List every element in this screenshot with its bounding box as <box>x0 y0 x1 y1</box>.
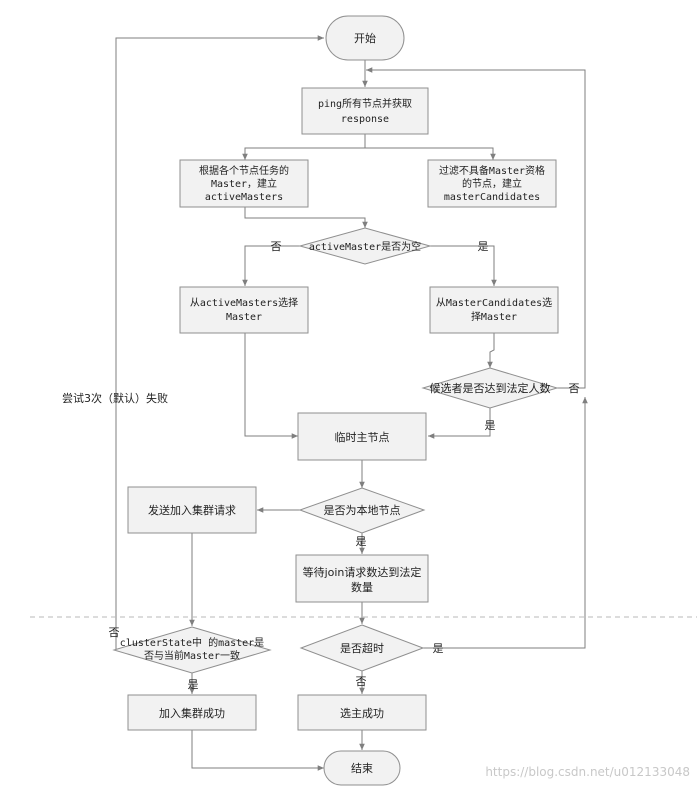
edge-diamond-no <box>242 245 300 286</box>
edge-label-no-quorum: 否 <box>569 382 580 395</box>
edge-label-yes-local: 是 <box>356 535 367 548</box>
choose-active-label-2: Master <box>226 312 262 323</box>
edge-ping-active <box>242 134 366 160</box>
cluster-state-decision <box>112 626 272 674</box>
wait-join-label-2: 数量 <box>351 581 373 594</box>
edge-active-diamond <box>244 207 368 228</box>
active-masters-node <box>179 159 309 208</box>
edge-label-yes-cluster: 是 <box>188 678 199 691</box>
ping-label-2: response <box>341 114 389 125</box>
temp-master-label: 临时主节点 <box>335 430 390 444</box>
edge-quorum-temp <box>428 407 491 439</box>
nodes: 开始 ping所有节点并获取 response 根据各个节点任务的 Master… <box>112 15 559 786</box>
edge-label-no-timeout: 否 <box>356 675 367 688</box>
timeout-label: 是否超时 <box>340 641 384 655</box>
edge-label-yes-active: 是 <box>478 240 489 253</box>
elect-success-node <box>297 694 427 731</box>
join-success-label: 加入集群成功 <box>159 706 225 720</box>
edge-label-yes-quorum: 是 <box>485 419 496 432</box>
join-success-node <box>127 694 257 731</box>
edge-cluster-loop <box>115 35 324 650</box>
send-join-node <box>127 486 257 534</box>
edge-join-end <box>191 730 324 771</box>
choose-candidates-label-2: 择Master <box>471 310 517 323</box>
watermark: https://blog.csdn.net/u012133048 <box>485 765 690 779</box>
edge-labels: 否 是 否 是 是 否 是 是 否 尝试3次（默认）失败 <box>62 240 580 691</box>
edge-label-retry-fail: 尝试3次（默认）失败 <box>62 391 168 405</box>
edge-quorum-loop <box>366 67 586 389</box>
candidates-quorum-decision <box>421 367 559 409</box>
send-join-label: 发送加入集群请求 <box>148 503 236 517</box>
master-candidates-node <box>427 159 557 208</box>
edge-label-no-active: 否 <box>271 240 282 253</box>
active-masters-label-1: 根据各个节点任务的 <box>199 164 289 177</box>
active-masters-label-2: Master，建立 <box>211 177 277 190</box>
edge-timeout-loop <box>423 397 588 649</box>
start-label: 开始 <box>354 31 376 45</box>
edge-ping-candidates <box>365 147 496 160</box>
temp-master-node <box>297 412 427 461</box>
elect-success-label: 选主成功 <box>340 707 384 720</box>
master-candidates-label-2: 的节点，建立 <box>462 177 522 190</box>
cluster-state-label-2: 否与当前Master一致 <box>144 649 240 662</box>
master-candidates-label-1: 过滤不具备Master资格 <box>439 164 545 177</box>
start-node <box>325 15 405 61</box>
ping-label-1: ping所有节点并获取 <box>318 97 412 110</box>
wait-join-node <box>295 554 429 603</box>
choose-candidates-node <box>429 286 559 334</box>
ping-node <box>301 87 429 135</box>
is-local-decision <box>298 487 426 534</box>
edge-label-yes-timeout: 是 <box>433 642 444 655</box>
edge-candidates-quorum <box>487 333 495 368</box>
edges <box>115 35 588 771</box>
edge-diamond-yes <box>430 245 497 286</box>
active-empty-label: activeMaster是否为空 <box>309 240 421 253</box>
active-masters-label-3: activeMasters <box>205 192 283 203</box>
edge-chooseactive-temp <box>244 333 298 439</box>
end-node <box>323 750 401 786</box>
choose-active-label-1: 从activeMasters选择 <box>190 296 298 309</box>
active-empty-decision <box>298 227 432 265</box>
is-local-label: 是否为本地节点 <box>324 503 401 517</box>
end-label: 结束 <box>351 762 373 775</box>
master-candidates-label-3: masterCandidates <box>444 192 540 203</box>
choose-active-node <box>179 286 309 334</box>
cluster-state-label-1: clusterState中 的master是 <box>120 636 264 649</box>
choose-candidates-label-1: 从MasterCandidates选 <box>436 296 552 309</box>
wait-join-label-1: 等待join请求数达到法定 <box>303 565 422 579</box>
edge-label-no-cluster: 否 <box>109 626 120 639</box>
timeout-decision <box>299 624 425 672</box>
candidates-quorum-label: 候选者是否达到法定人数 <box>430 381 551 395</box>
